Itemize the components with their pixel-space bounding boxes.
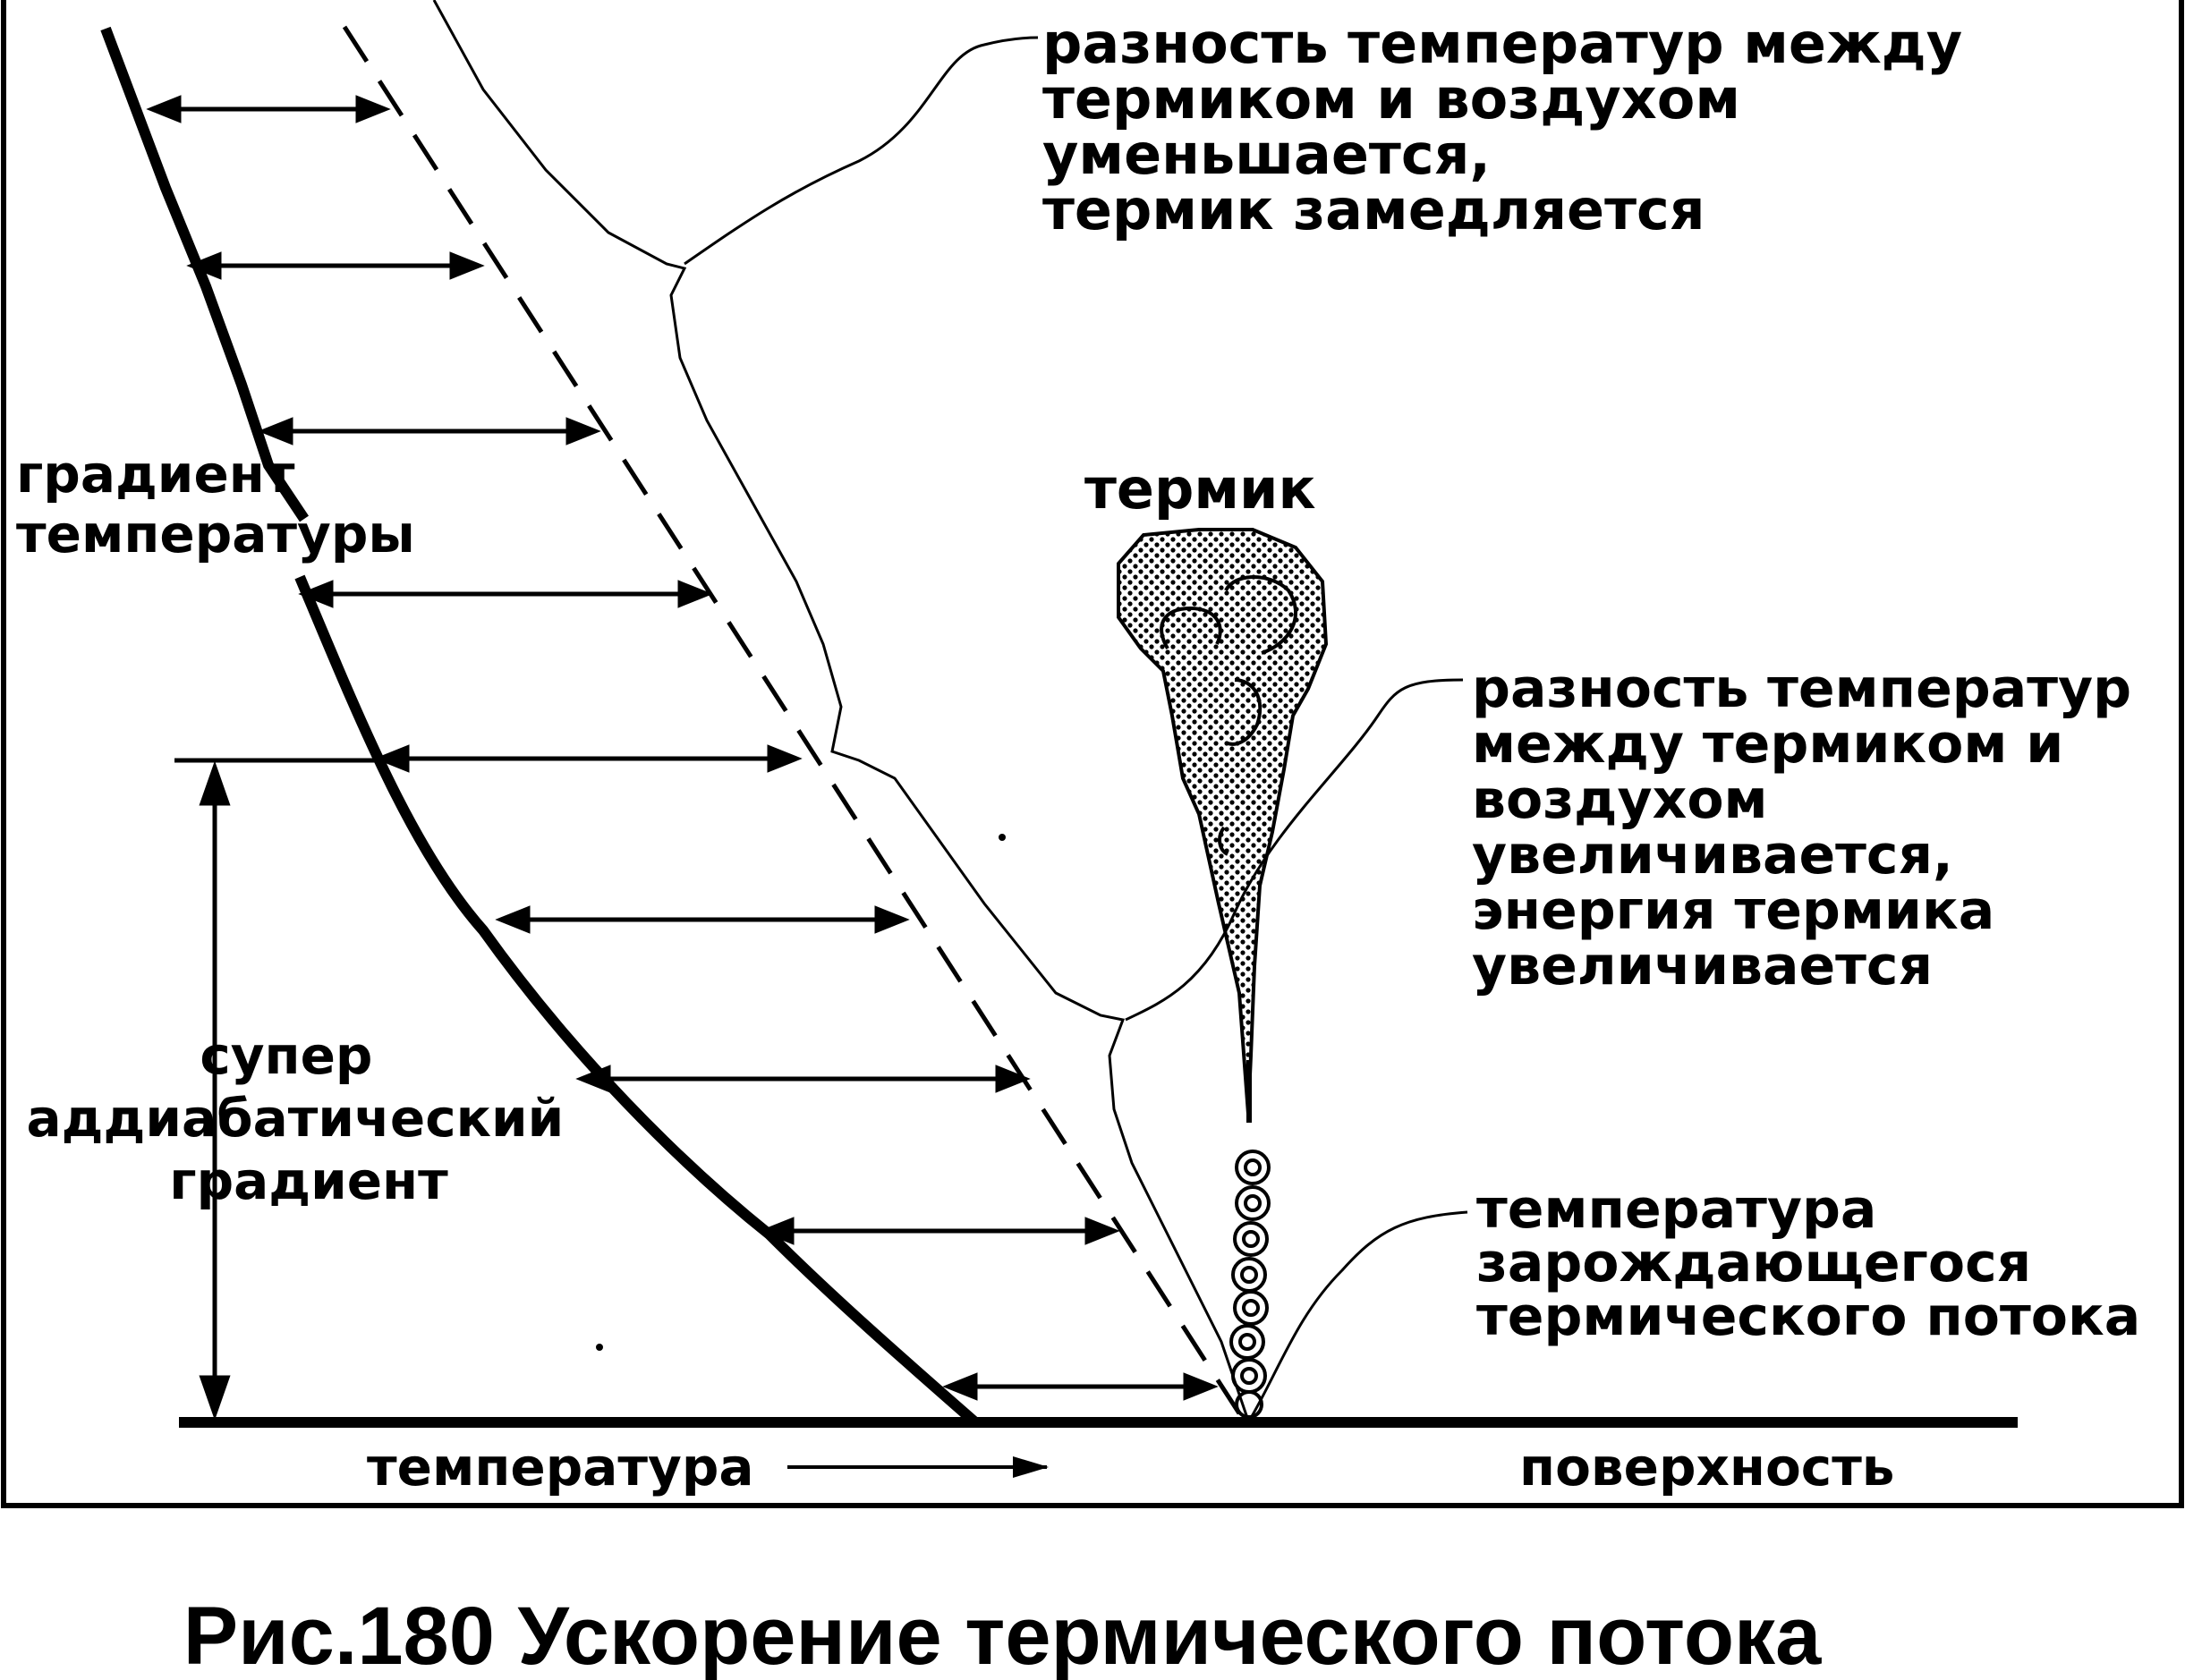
superadiabatic-label: супер аддиабатический градиент (27, 1025, 582, 1211)
top-diff-leader (684, 36, 1039, 266)
thermal-swirl-icon (1160, 575, 1298, 856)
surface-label: поверхность (1519, 1437, 1894, 1498)
stray-dot (596, 1344, 603, 1351)
stray-dot (999, 834, 1006, 841)
nascent-thermal-swirl-icon (1229, 1150, 1271, 1419)
thermal-label: термик (1084, 456, 1316, 522)
adiabatic-line (342, 25, 1242, 1415)
environment-gradient-lower (294, 574, 979, 1427)
difference-arrows (146, 95, 1219, 1401)
environment-gradient-upper (100, 26, 309, 522)
superadiabatic-range-marker (174, 758, 398, 1421)
top-diff-label: разность температур между термиком и воз… (1042, 11, 1982, 242)
temperature-axis-label: температура (367, 1437, 754, 1498)
gradient-label: градиент температуры (16, 444, 415, 564)
diagram-frame (1, 0, 2184, 1508)
thermal-boundary-line (432, 0, 1250, 1421)
thermal-plume (1117, 528, 1329, 1115)
mid-diff-leader (1125, 678, 1464, 1022)
birth-temperature-label: температура зарождающегося термического … (1476, 1178, 2140, 1348)
figure-caption: Рис.180 Ускорение термического потока (183, 1591, 1822, 1680)
temp-axis-arrowhead (1013, 1456, 1049, 1478)
mid-diff-label: разность температур между термиком и воз… (1472, 658, 2150, 997)
birth-leader (1249, 1210, 1468, 1419)
